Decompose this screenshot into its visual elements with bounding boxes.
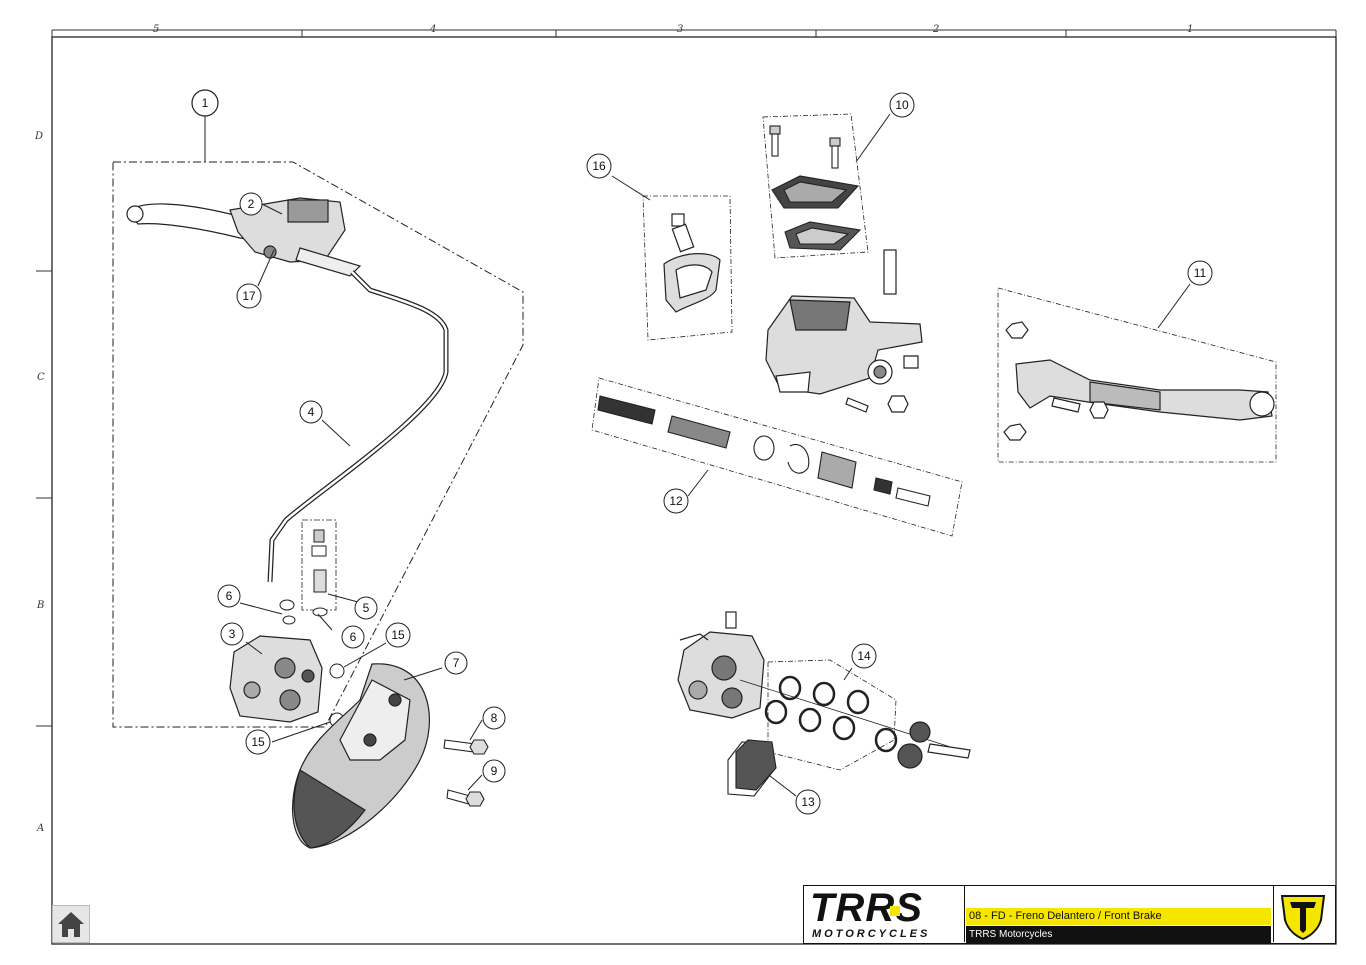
- home-icon: [58, 912, 84, 937]
- callout-12: 12: [663, 488, 689, 514]
- callout-11: 11: [1187, 260, 1213, 286]
- caliper-seals: [764, 675, 898, 753]
- grid-col-4: 4: [430, 24, 437, 35]
- title-block: TRRS MOTORCYCLES 08 - FD - Freno Delante…: [803, 885, 1336, 944]
- brake-lever-assembly: [126, 197, 362, 277]
- callout-2: 2: [239, 192, 263, 216]
- caliper-end-caps: [897, 721, 971, 769]
- assembly-12-outline: [591, 377, 963, 537]
- svg-text:13: 13: [801, 795, 815, 809]
- grid-col-1: 1: [1187, 24, 1194, 35]
- assembly-14-outline: [767, 659, 897, 771]
- svg-text:16: 16: [592, 159, 606, 173]
- assembly-16-outline: [642, 195, 733, 341]
- caliper-exploded: [677, 611, 765, 719]
- brand-name: TRRS: [810, 886, 923, 930]
- sheet-title: 08 - FD - Freno Delantero / Front Brake: [966, 908, 1271, 925]
- svg-text:3: 3: [229, 627, 236, 641]
- callout-16: 16: [586, 153, 612, 179]
- svg-text:2: 2: [248, 197, 255, 211]
- brand-logo: TRRS MOTORCYCLES: [804, 886, 965, 942]
- handlebar-clamp: [663, 213, 721, 313]
- callout-8: 8: [482, 706, 506, 730]
- master-cylinder-body: [765, 249, 923, 413]
- grid-col-2: 2: [933, 24, 940, 35]
- home-button[interactable]: [52, 905, 90, 943]
- grid-row-c: C: [37, 372, 45, 383]
- callout-13: 13: [795, 789, 821, 815]
- svg-text:11: 11: [1194, 266, 1207, 280]
- callout-list: 1 2 3 4 5 6 6 7 8 9 10 11 12 13 14 15 15…: [191, 89, 1213, 815]
- svg-text:8: 8: [491, 711, 498, 725]
- svg-text:15: 15: [391, 628, 405, 642]
- assembly-10-outline: [762, 113, 869, 259]
- svg-text:5: 5: [363, 601, 370, 615]
- grid-row-a: A: [37, 823, 45, 834]
- svg-text:10: 10: [895, 98, 909, 112]
- company-name: TRRS Motorcycles: [966, 926, 1271, 943]
- brake-caliper: [229, 635, 323, 723]
- callout-4: 4: [299, 400, 323, 424]
- callout-15b: 15: [245, 729, 271, 755]
- svg-text:15: 15: [251, 735, 265, 749]
- svg-text:17: 17: [242, 289, 256, 303]
- svg-text:1: 1: [202, 96, 209, 110]
- brake-hose: [267, 270, 449, 583]
- bolts: [443, 739, 489, 807]
- grid-row-b: B: [37, 600, 45, 611]
- callout-6a: 6: [217, 584, 241, 608]
- svg-text:7: 7: [453, 656, 460, 670]
- piston-kit: [597, 395, 931, 507]
- brake-pads: [727, 739, 777, 797]
- washer: [329, 663, 345, 679]
- callout-5: 5: [354, 596, 378, 620]
- callout-14: 14: [851, 643, 877, 669]
- brand-subtitle: MOTORCYCLES: [812, 928, 931, 940]
- reservoir-cap: [769, 125, 862, 251]
- callout-10: 10: [889, 92, 915, 118]
- logo-accent: [890, 906, 900, 916]
- grid-col-3: 3: [677, 24, 684, 35]
- svg-text:9: 9: [491, 764, 498, 778]
- row-ticks: [36, 270, 52, 727]
- leader-lines: [204, 113, 1191, 797]
- grid-col-5: 5: [153, 24, 160, 35]
- callout-1: 1: [191, 89, 219, 117]
- disc-guard: [291, 663, 431, 849]
- svg-text:12: 12: [669, 494, 683, 508]
- callout-9: 9: [482, 759, 506, 783]
- grid-row-d: D: [35, 131, 44, 142]
- svg-text:6: 6: [350, 630, 357, 644]
- callout-7: 7: [444, 651, 468, 675]
- shield-emblem-icon: [1280, 895, 1326, 941]
- callout-6b: 6: [341, 625, 365, 649]
- assembly-11-outline: [997, 287, 1277, 463]
- assembly-1-outline: [112, 161, 524, 728]
- svg-text:4: 4: [308, 405, 315, 419]
- callout-3: 3: [220, 622, 244, 646]
- drawing-frame: [51, 36, 1337, 945]
- svg-text:14: 14: [857, 649, 871, 663]
- brand-emblem: [1273, 886, 1335, 942]
- callout-15a: 15: [385, 622, 411, 648]
- callout-17: 17: [236, 283, 262, 309]
- svg-text:6: 6: [226, 589, 233, 603]
- replacement-lever: [1003, 321, 1275, 441]
- column-ticks: [51, 29, 1337, 37]
